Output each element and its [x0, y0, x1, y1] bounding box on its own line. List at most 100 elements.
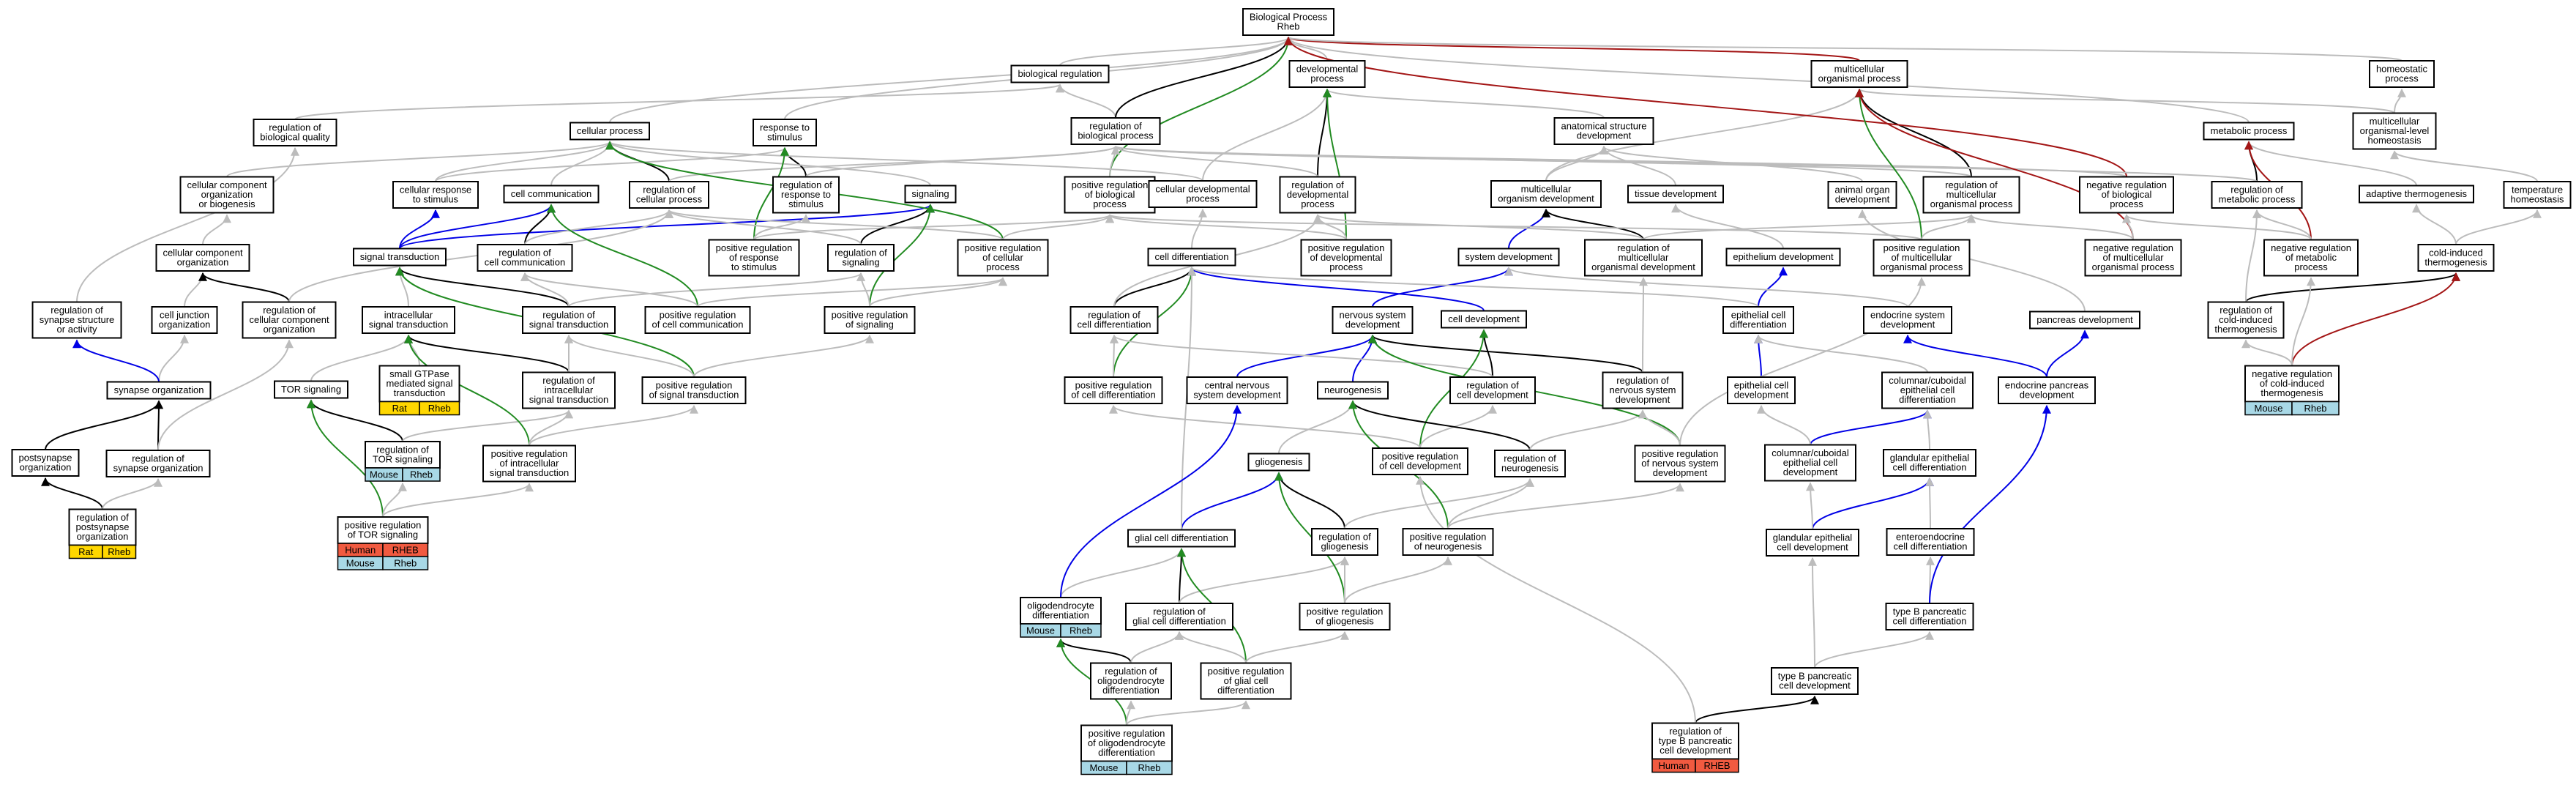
term-node-pancdev[interactable]: pancreas development: [2029, 310, 2140, 330]
term-node-cellproc[interactable]: cellular process: [570, 122, 650, 141]
term-node-tor[interactable]: TOR signaling: [274, 380, 348, 399]
term-node-tissdev[interactable]: tissue development: [1627, 185, 1724, 204]
term-node-glialcd[interactable]: glial cell differentiation: [1127, 529, 1236, 548]
term-node-celldiff[interactable]: cell differentiation: [1147, 248, 1236, 267]
term-node-sysdev[interactable]: system development: [1457, 248, 1560, 267]
term-node-neurogen[interactable]: neurogenesis: [1317, 381, 1389, 400]
term-node-gliogen[interactable]: gliogenesis: [1247, 453, 1310, 472]
term-node-signaling[interactable]: signaling: [904, 185, 957, 204]
term-node-adapt[interactable]: adaptive thermogenesis: [2359, 185, 2474, 204]
term-box: [824, 306, 916, 334]
term-node-bioreg[interactable]: biological regulation: [1010, 64, 1110, 83]
term-node-cellcomm[interactable]: cell communication: [503, 185, 600, 204]
term-node-sigtrans[interactable]: signal transduction: [353, 248, 447, 267]
term-node-celldev[interactable]: cell development: [1441, 310, 1527, 329]
term-node-epidev[interactable]: epithelium development: [1725, 248, 1841, 267]
term-node-regoligo[interactable]: regulation ofoligodendrocytedifferentiat…: [1090, 662, 1172, 700]
term-node-synorg[interactable]: synapse organization: [106, 381, 212, 400]
relation-edge: [1368, 334, 1643, 373]
term-node-metab[interactable]: metabolic process: [2203, 122, 2295, 141]
